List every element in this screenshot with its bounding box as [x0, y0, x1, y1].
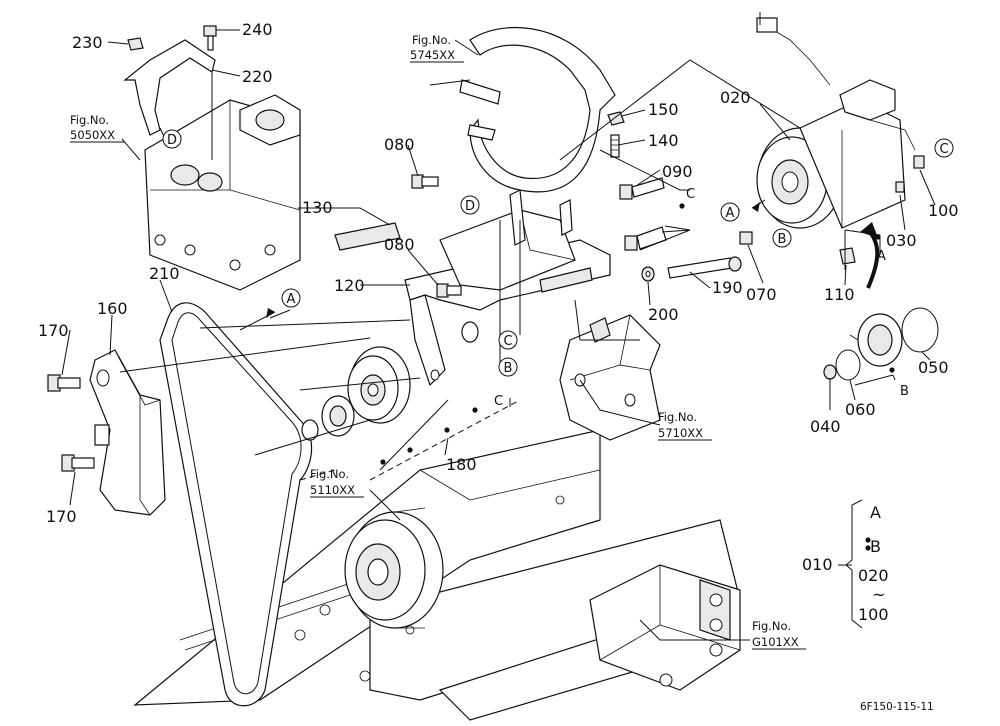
figref-5745-line2: 5745XX [410, 48, 455, 62]
bolt-080-upper [411, 174, 439, 189]
figref-5710-line1: Fig.No. [658, 410, 697, 424]
bolt-070 [739, 231, 753, 245]
marker-D-left: D [167, 133, 177, 148]
snap-ring-060 [835, 349, 861, 381]
marker-B-compressor: B [778, 232, 787, 247]
figure-references: Fig.No. 5050XX Fig.No. 5745XX Fig.No. 57… [70, 33, 806, 650]
bolt-240 [203, 25, 217, 51]
part-callouts: 230 240 220 080 130 080 120 210 160 170 … [38, 20, 959, 574]
sleeve-bolt [624, 226, 667, 251]
v-belt [159, 302, 313, 707]
assembly-group-010: A B 020 ~ 100 [838, 499, 889, 629]
callout-170-lower: 170 [46, 507, 77, 526]
callout-210: 210 [149, 264, 180, 283]
marker-A-belt: A [287, 292, 296, 307]
bolt-170-lower [61, 454, 95, 472]
callout-130: 130 [302, 198, 333, 217]
figref-5050-line2: 5050XX [70, 128, 115, 142]
plate-220 [123, 39, 216, 136]
marker-C-compressor: C [939, 142, 948, 157]
crank-pulley [344, 507, 444, 629]
snap-ring-050 [901, 307, 939, 353]
callout-030: 030 [886, 231, 917, 250]
group-item-100: 100 [858, 605, 889, 624]
callout-100: 100 [928, 201, 959, 220]
ac-compressor [756, 17, 916, 229]
letter-B-clutch: B [900, 384, 909, 399]
nut-150 [607, 111, 625, 126]
leader-lines [61, 12, 936, 641]
pointer-arrowhead-A1 [266, 308, 275, 318]
callout-170-upper: 170 [38, 321, 69, 340]
callout-010: 010 [802, 555, 833, 574]
bolt-090 [619, 177, 665, 200]
nut-230 [127, 37, 144, 51]
group-item-tilde: ~ [872, 585, 885, 604]
marker-C-mid: C [503, 334, 512, 349]
figref-5110-line1: Fig.No. [310, 467, 349, 481]
figref-5745-line1: Fig.No. [412, 33, 451, 47]
tension-bracket [89, 349, 166, 516]
callout-240: 240 [242, 20, 273, 39]
figref-5710-line2: 5710XX [658, 426, 703, 440]
callout-110: 110 [824, 285, 855, 304]
nut-110 [839, 247, 856, 265]
callout-200: 200 [648, 305, 679, 324]
figref-5050-line1: Fig.No. [70, 113, 109, 127]
drawing-code: 6F150-115-11 [860, 701, 934, 713]
gear-case [589, 564, 741, 691]
engine-mount [559, 314, 661, 441]
figref-5110-line2: 5110XX [310, 483, 355, 497]
callout-220: 220 [242, 67, 273, 86]
figref-G101-line1: Fig.No. [752, 619, 791, 633]
stud-140 [610, 134, 620, 158]
callout-070: 070 [746, 285, 777, 304]
engine-head [144, 94, 301, 291]
callout-150: 150 [648, 100, 679, 119]
pointer-arrowhead-A2 [752, 202, 760, 212]
group-item-020: 020 [858, 566, 889, 585]
pad-130 [334, 222, 401, 251]
marker-B-mid: B [504, 361, 513, 376]
callout-090: 090 [662, 162, 693, 181]
callout-190: 190 [712, 278, 743, 297]
bolt-080-lower [436, 283, 462, 298]
band-shroud [459, 26, 616, 193]
bolt-100 [913, 155, 925, 169]
callout-160: 160 [97, 299, 128, 318]
callout-120: 120 [334, 276, 365, 295]
clutch-bearing [849, 313, 903, 367]
group-item-B: B [870, 537, 881, 556]
marker-D-mid: D [465, 199, 475, 214]
callout-050: 050 [918, 358, 949, 377]
figref-G101-line2: G101XX [752, 635, 799, 649]
callout-020: 020 [720, 88, 751, 107]
bolt-170-upper [47, 374, 81, 392]
bolt-190 [641, 256, 742, 282]
callout-080-lower: 080 [384, 235, 415, 254]
letter-C-dash: C [494, 394, 503, 409]
callout-040: 040 [810, 417, 841, 436]
callout-060: 060 [845, 400, 876, 419]
washer-040 [823, 364, 837, 380]
dashed-guides [299, 399, 521, 481]
letter-C-bolt: C [686, 187, 695, 202]
letter-markers: C C A B [494, 187, 909, 409]
removal-arrow [866, 230, 880, 289]
group-item-A: A [870, 503, 881, 522]
marker-A-compressor: A [726, 206, 735, 221]
callout-230: 230 [72, 33, 103, 52]
dot-markers [380, 203, 895, 551]
circled-markers: D D A C B A B C [162, 129, 954, 377]
callout-140: 140 [648, 131, 679, 150]
callout-180: 180 [446, 455, 477, 474]
letter-A-compressor: A [877, 249, 886, 264]
callout-080-upper: 080 [384, 135, 415, 154]
removal-arrowhead [860, 222, 878, 238]
bolt-030 [895, 181, 905, 193]
